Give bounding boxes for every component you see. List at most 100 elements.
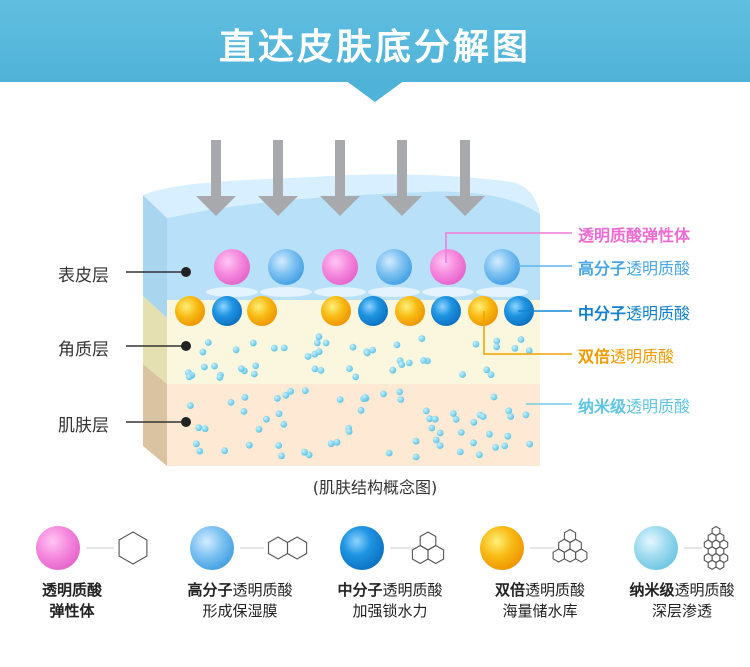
legend-sphere-double (480, 526, 524, 570)
nano-dot (185, 373, 193, 381)
penetration-arrows (196, 140, 485, 216)
nano-dot (346, 365, 353, 372)
nano-dot (420, 357, 427, 364)
nano-dot (525, 347, 533, 354)
nano-dot (431, 415, 439, 423)
hyaluronic-sphere (431, 296, 461, 326)
diagram-caption: (肌肤结构概念图) (312, 478, 438, 497)
hyaluronic-sphere (376, 249, 412, 285)
nano-dot (452, 416, 460, 423)
nano-dot (470, 439, 477, 447)
nano-dot (522, 411, 530, 419)
hexagon-shape (552, 548, 565, 563)
label-epidermis: 表皮层 (58, 266, 109, 286)
legend-item-high: 高分子透明质酸形成保湿膜 (187, 581, 293, 620)
nano-dot (263, 415, 270, 423)
hyaluronic-sphere (468, 296, 498, 326)
nano-dot (345, 428, 353, 435)
nano-dot (457, 429, 465, 436)
nano-dot (195, 424, 203, 432)
hyaluronic-sphere (484, 249, 520, 285)
arrow-shaft (335, 140, 345, 196)
nano-dot (436, 429, 444, 437)
arrow-shaft (460, 140, 470, 196)
nano-dot (361, 394, 369, 401)
arrow-head (258, 196, 298, 216)
nano-dot (313, 339, 321, 347)
arrow-head (445, 196, 485, 216)
callout-double: 双倍透明质酸 (578, 347, 675, 366)
nano-dot (275, 410, 283, 418)
left-leader-lines (126, 271, 184, 423)
legend-item-nano: 纳米级透明质酸深层渗透 (629, 581, 735, 620)
header-banner-notch (345, 80, 405, 102)
nano-dot (426, 415, 433, 423)
page-title: 直达皮肤底分解图 (218, 27, 531, 68)
nano-dot (505, 407, 513, 415)
nano-dot (322, 339, 330, 347)
nano-dot (412, 437, 420, 445)
legend-sphere-mid (340, 526, 384, 570)
nano-dot (504, 432, 512, 440)
nano-dot (501, 442, 509, 450)
nano-dot (493, 343, 500, 351)
nano-dot (201, 363, 208, 371)
left-leader-dots (181, 267, 191, 427)
hexagon-shape (715, 559, 725, 570)
arrow-shaft (397, 140, 407, 196)
nano-dot (450, 410, 457, 417)
nano-dot (507, 413, 515, 420)
nano-dots-dermis (187, 387, 534, 461)
hyaluronic-sphere (358, 296, 388, 326)
nano-dot (240, 408, 248, 415)
nano-dot (193, 440, 200, 448)
nano-dot (493, 337, 501, 345)
nano-dot (363, 349, 371, 357)
nano-dot (349, 343, 357, 351)
hyaluronic-sphere (175, 296, 205, 326)
legend-sphere-elastic (36, 526, 80, 570)
nano-dot (385, 449, 393, 457)
hyaluronic-sphere (322, 249, 358, 285)
hyaluronic-sphere (212, 296, 242, 326)
nano-dot (418, 335, 426, 342)
nano-dot (470, 418, 478, 426)
nano-dot (187, 402, 194, 409)
nano-dot (393, 341, 401, 349)
nano-dot (304, 353, 312, 360)
nano-dot (428, 424, 436, 432)
arrow-shaft (273, 140, 283, 196)
nano-dot (479, 413, 487, 420)
nano-dot (476, 451, 483, 459)
hexagon-shape (563, 548, 577, 563)
stratum-side-face (143, 296, 167, 384)
hexagon-shape (575, 548, 588, 563)
dermis-front (167, 384, 540, 466)
nano-dot (301, 448, 308, 456)
hyaluronic-sphere (268, 249, 304, 285)
nano-dot (317, 367, 325, 374)
nano-dot (211, 362, 218, 370)
nano-dot (204, 339, 212, 346)
hexagon-shape (267, 536, 289, 560)
nano-dot (241, 393, 249, 401)
legend-item-elastic: 透明质酸弹性体 (41, 581, 102, 620)
epidermis-front (167, 191, 540, 318)
nano-dot (333, 438, 341, 446)
nano-dot (456, 448, 464, 456)
nano-dot (315, 348, 323, 356)
callout-mid-molecular: 中分子透明质酸 (578, 304, 691, 323)
nano-dot (517, 336, 525, 343)
epidermis-side-face (143, 195, 167, 318)
arrow-shaft (211, 140, 221, 196)
nano-dot (245, 441, 253, 449)
surface-highlights (206, 287, 528, 297)
hyaluronic-sphere (247, 296, 277, 326)
nano-dot (278, 452, 285, 460)
dermis-side-face (143, 364, 167, 466)
nano-dot (255, 425, 263, 433)
epidermis-top-surface (143, 174, 540, 218)
nano-dot (422, 407, 430, 415)
nano-dot (196, 447, 204, 455)
label-dermis: 肌肤层 (58, 416, 109, 436)
